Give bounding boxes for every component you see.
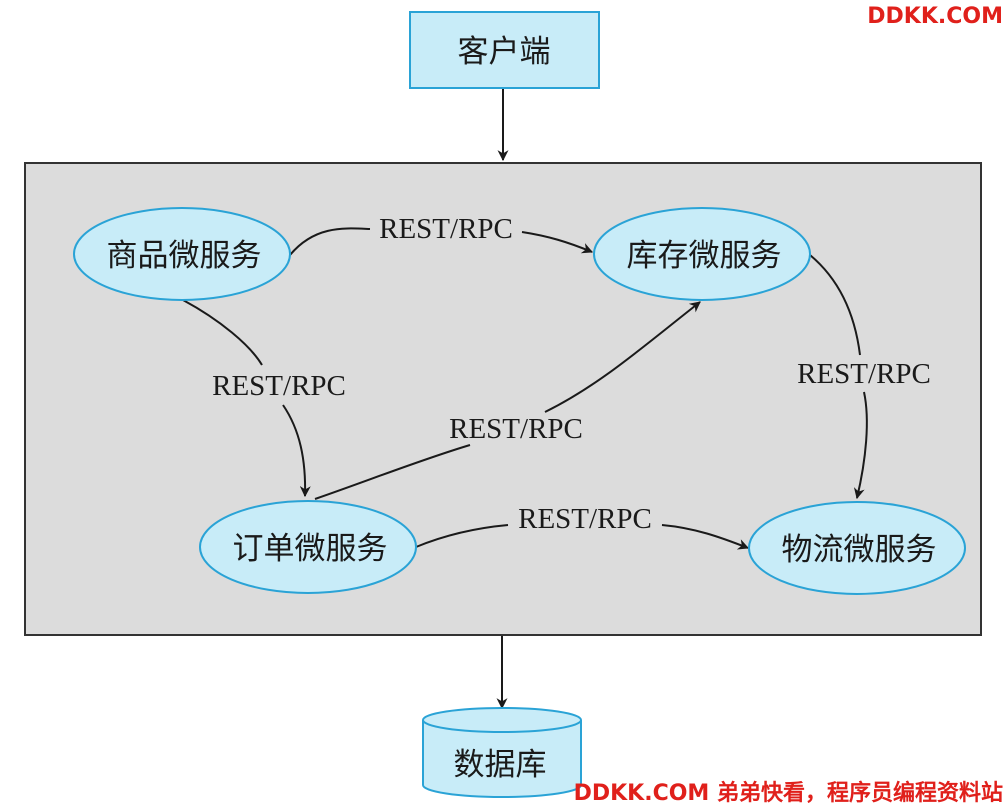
order-service-label: 订单微服务 — [233, 531, 388, 567]
edge-order-to-logistics-head — [661, 524, 750, 550]
edge-inventory-to-logistics-head — [853, 391, 868, 500]
edge-inventory-to-logistics — [809, 254, 861, 356]
edge-order-to-logistics — [415, 524, 509, 548]
logistics-service-node — [748, 501, 966, 595]
product-service-node — [73, 207, 291, 301]
database-label: 数据库 — [454, 747, 547, 783]
client-label: 客户端 — [458, 34, 551, 70]
edge-product-to-order-head — [282, 404, 311, 498]
edge-label-product-inventory: REST/RPC — [379, 213, 513, 245]
edge-label-order-inventory: REST/RPC — [449, 413, 583, 445]
edge-product-to-inventory — [289, 227, 371, 256]
watermark-top: DDKK.COM — [867, 4, 1003, 29]
edge-label-inventory-logistics: REST/RPC — [797, 358, 931, 390]
edge-order-to-inventory-head — [544, 301, 701, 413]
edge-label-order-logistics: REST/RPC — [518, 503, 652, 535]
inventory-service-node — [593, 207, 811, 301]
watermark-bottom: DDKK.COM 弟弟快看，程序员编程资料站 — [573, 781, 1003, 806]
edge-order-to-inventory — [314, 444, 471, 500]
edge-product-to-order — [182, 299, 263, 366]
product-service-label: 商品微服务 — [107, 238, 262, 274]
client-box — [409, 11, 600, 89]
logistics-service-label: 物流微服务 — [782, 532, 937, 568]
edge-product-to-inventory-head — [521, 231, 594, 254]
order-service-node — [199, 500, 417, 594]
inventory-service-label: 库存微服务 — [627, 238, 782, 274]
edge-label-product-order: REST/RPC — [212, 370, 346, 402]
database-cylinder — [422, 707, 582, 798]
